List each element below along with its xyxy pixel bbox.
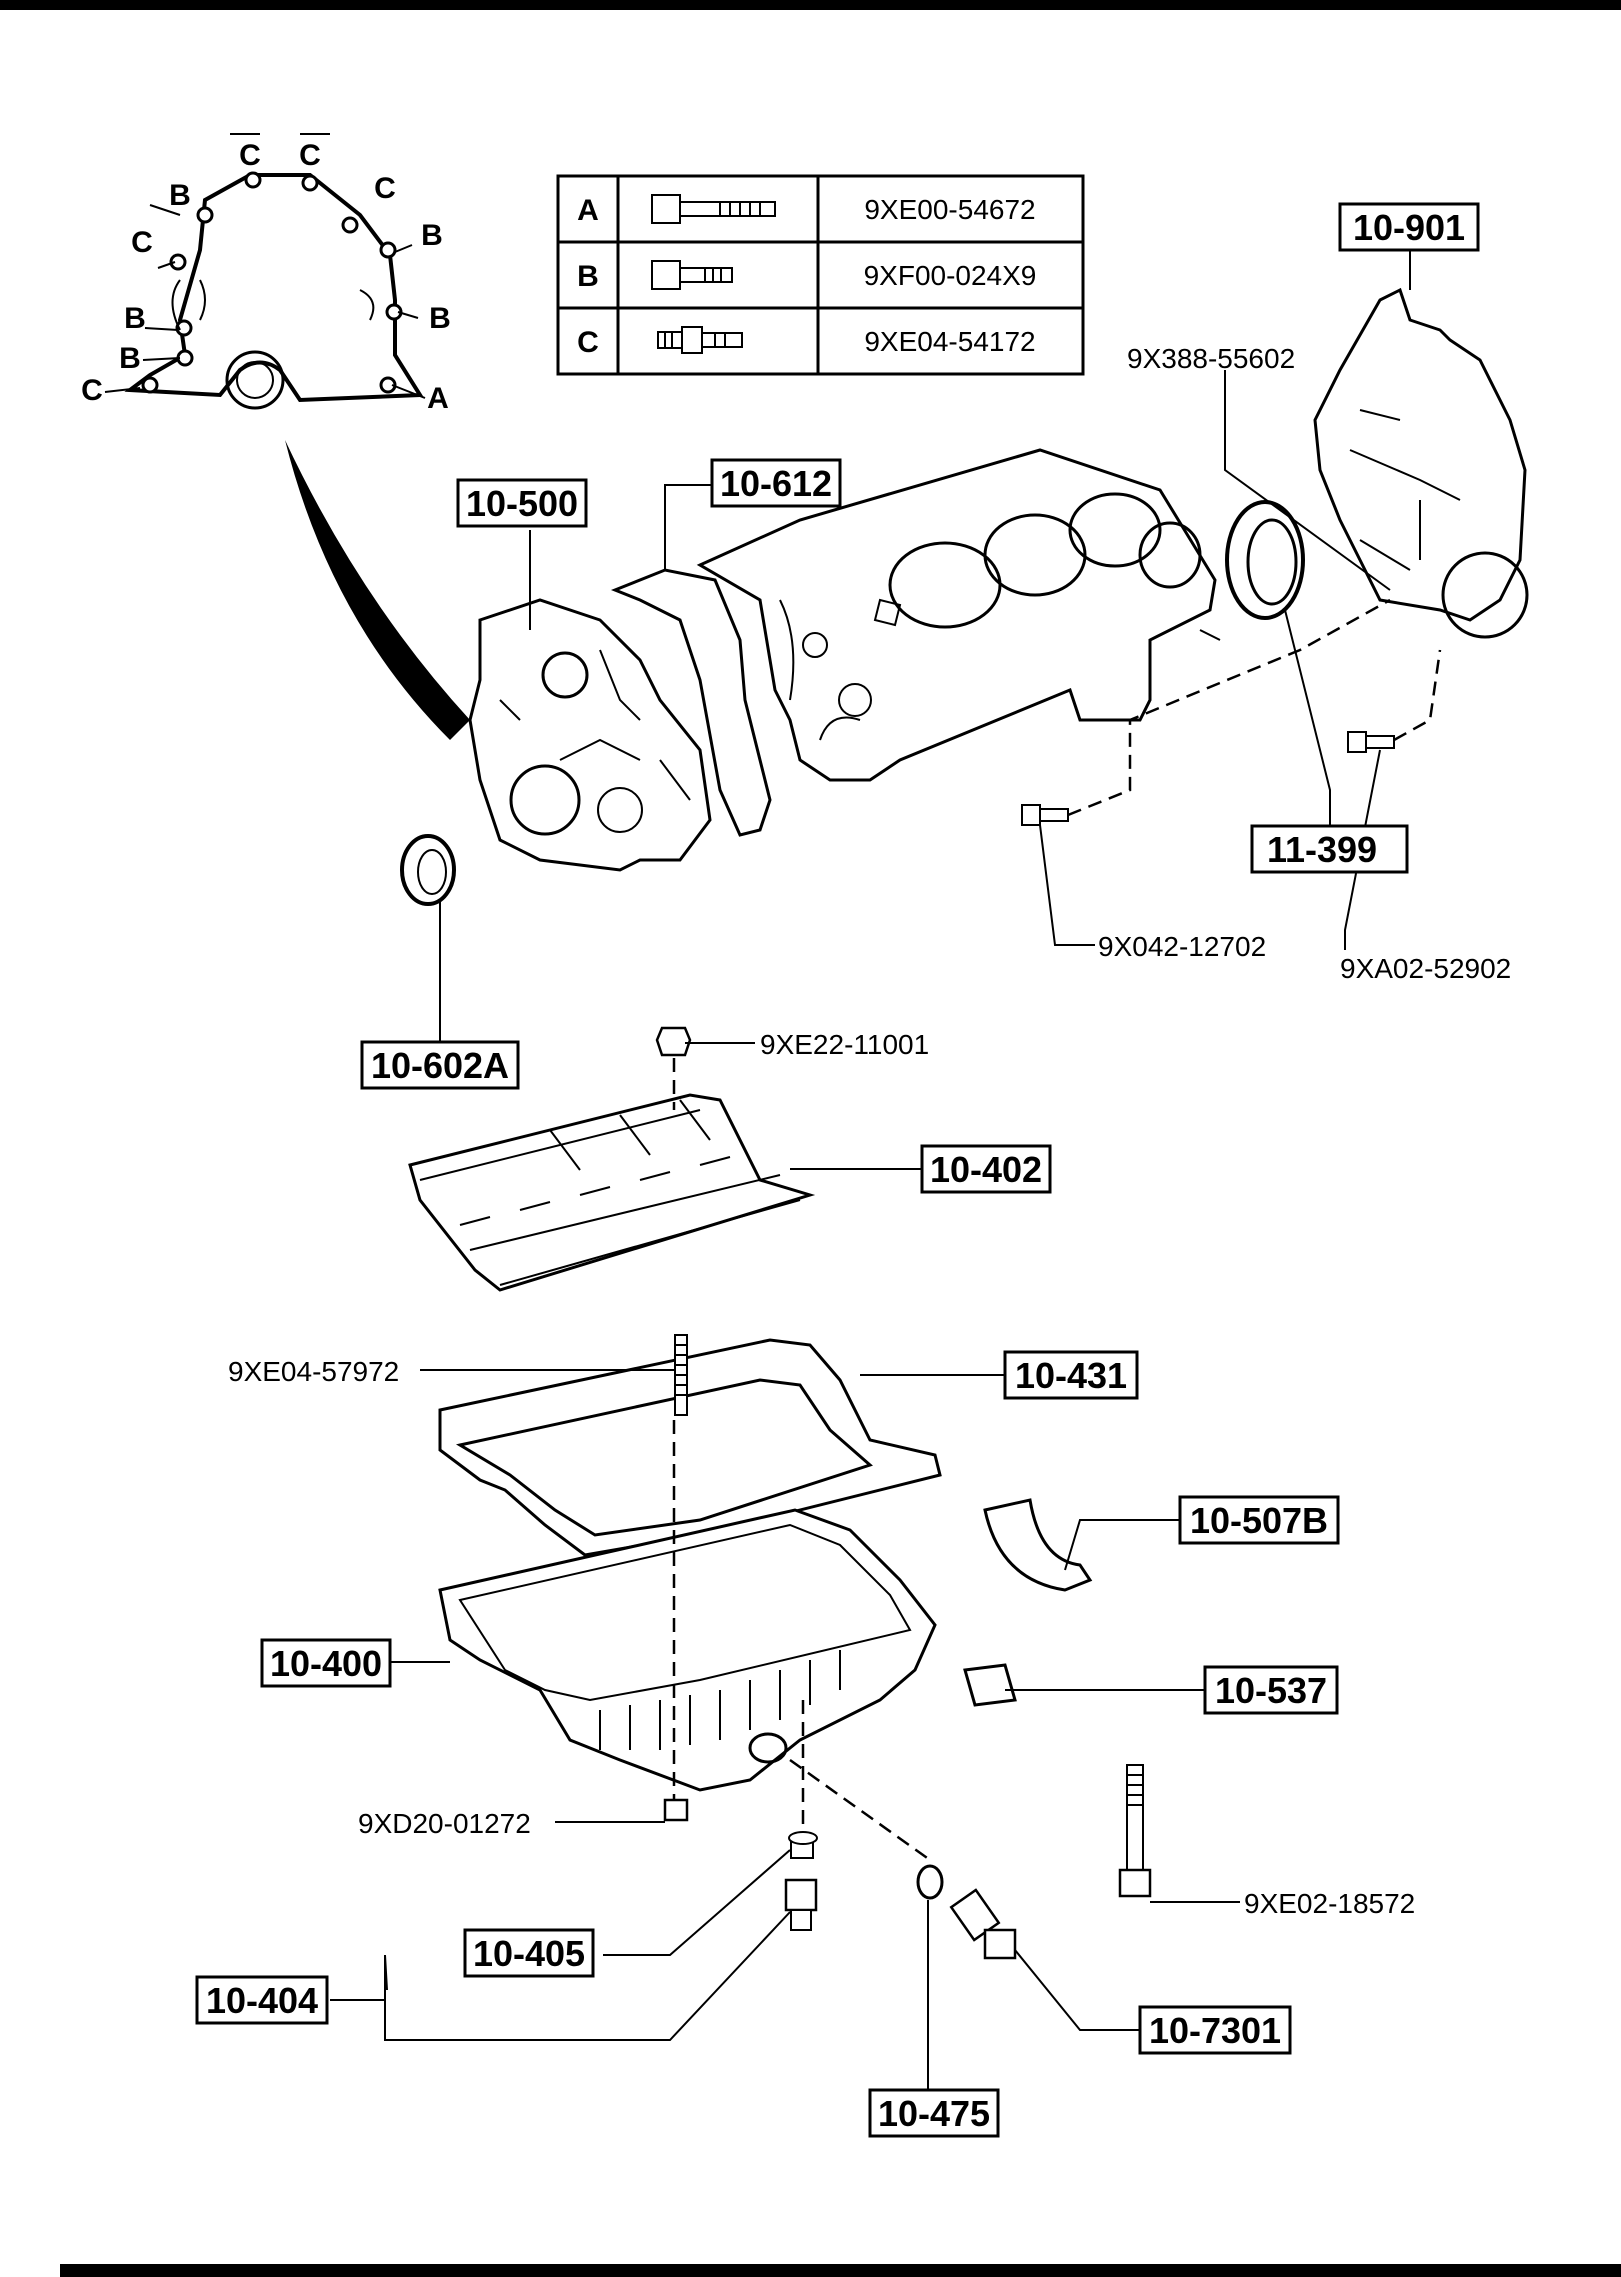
label-box	[1178, 1495, 1340, 1545]
inset-letter-c: C	[239, 139, 261, 172]
part-label: 10-402	[930, 1149, 1042, 1190]
label-box	[1250, 824, 1409, 874]
part-label: 10-500	[466, 483, 578, 524]
label-box	[1203, 1665, 1339, 1715]
top-border	[0, 0, 1621, 10]
inset-letter-c: C	[374, 172, 396, 205]
cover-plate	[963, 1663, 1017, 1707]
short-bolt-icon	[651, 260, 733, 290]
inset-letter-a: A	[427, 382, 449, 415]
oil-level-sensor-icon	[949, 1888, 1017, 1960]
bolt-part-number-c: 9XE04-54172	[864, 326, 1035, 357]
long-bolt-icon	[1118, 1764, 1152, 1898]
label-box	[920, 1144, 1052, 1194]
oil-baffle	[408, 1093, 816, 1292]
part-label: 10-475	[878, 2093, 990, 2134]
assembly-dashed-line	[672, 1420, 931, 1862]
part-callout: 9XE04-57972	[228, 1356, 399, 1387]
label-box	[463, 1928, 595, 1978]
inset-letter-b: B	[421, 219, 443, 252]
stud-icon	[674, 1334, 688, 1416]
bearing-cap-seal	[983, 1498, 1093, 1592]
part-label: 10-431	[1015, 1355, 1127, 1396]
bolt-key-a: A	[577, 194, 599, 227]
label-box	[195, 1975, 329, 2025]
baffle-nut-icon	[655, 1026, 692, 1057]
hex-bolt-icon	[1347, 731, 1395, 753]
front-cover	[468, 598, 712, 872]
nut-icon	[663, 1798, 689, 1822]
bolt-key-b: B	[577, 260, 599, 293]
label-box	[710, 458, 842, 508]
inset-letter-b: B	[169, 179, 191, 212]
part-callout: 9X388-55602	[1127, 343, 1295, 374]
front-oil-seal	[400, 834, 456, 906]
label-box	[360, 1040, 520, 1090]
part-callout: 9X042-12702	[1098, 931, 1266, 962]
part-label: 10-602A	[371, 1045, 509, 1086]
inset-letter-b: B	[119, 342, 141, 375]
part-callout: 9XE22-11001	[760, 1029, 929, 1060]
part-label: 10-537	[1215, 1670, 1327, 1711]
label-box	[456, 478, 588, 528]
oil-pan-gasket	[438, 1338, 942, 1557]
drain-plug-icon	[784, 1831, 818, 1931]
cylinder-block	[696, 448, 1221, 782]
part-label: 10-507B	[1190, 1500, 1328, 1541]
bottom-border	[60, 2264, 1621, 2277]
part-label: 10-405	[473, 1933, 585, 1974]
hex-bolt-icon	[1021, 804, 1069, 826]
bolt-table	[556, 174, 1085, 376]
label-box	[868, 2088, 1000, 2138]
inset-letter-b: B	[124, 302, 146, 335]
label-box	[260, 1638, 392, 1688]
pointer-wedge	[285, 440, 470, 740]
part-label: 11-399	[1267, 829, 1377, 870]
long-bolt-icon	[651, 194, 776, 224]
bolt-key-c: C	[577, 326, 599, 359]
part-label: 10-612	[720, 463, 832, 504]
part-callout: 9XD20-01272	[358, 1808, 531, 1839]
part-callout: 9XE02-18572	[1244, 1888, 1415, 1919]
stud-bolt-icon	[657, 326, 743, 354]
part-label: 10-7301	[1149, 2010, 1281, 2051]
part-label: 10-901	[1353, 207, 1465, 248]
rear-oil-seal	[1225, 500, 1305, 620]
washer-icon	[916, 1864, 944, 1900]
oil-pan	[438, 1508, 937, 1792]
bolt-part-number-a: 9XE00-54672	[864, 194, 1035, 225]
inset-letter-c: C	[299, 139, 321, 172]
part-label: 10-400	[270, 1643, 382, 1684]
rear-plate	[1313, 287, 1529, 639]
label-box	[1138, 2005, 1292, 2055]
part-label: 10-404	[206, 1980, 318, 2021]
label-box	[1003, 1350, 1139, 1400]
inset-letter-b: B	[429, 302, 451, 335]
label-box	[1338, 202, 1480, 252]
assembly-dashed-line	[1067, 598, 1442, 817]
part-callout: 9XA02-52902	[1340, 953, 1511, 984]
front-cover-bolt-inset	[124, 133, 424, 410]
bolt-part-number-b: 9XF00-024X9	[864, 260, 1037, 291]
inset-letter-c: C	[131, 226, 153, 259]
inset-letter-c: C	[81, 374, 103, 407]
front-cover-gasket	[610, 568, 772, 837]
leader-lines	[330, 240, 1411, 2090]
